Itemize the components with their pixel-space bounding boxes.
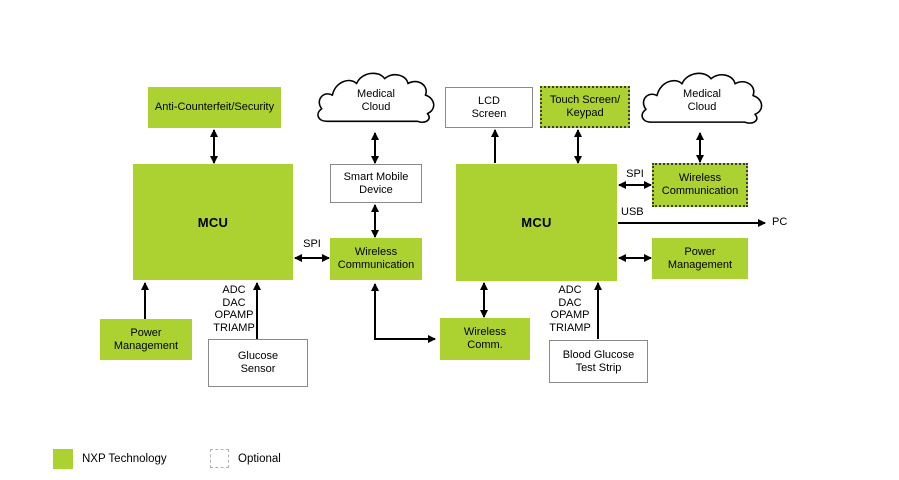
arrowhead-up	[210, 129, 218, 137]
usb-label: USB	[621, 206, 644, 218]
arrowhead-left	[618, 254, 626, 262]
arrow-touchscreen-mcu	[574, 129, 582, 164]
touch-screen-keypad-box: Touch Screen/ Keypad	[540, 86, 630, 128]
arrowhead-down	[696, 155, 704, 163]
arrowhead-right	[758, 219, 766, 227]
arrowhead-right	[322, 254, 330, 262]
blood-glucose-test-strip-box: Blood Glucose Test Strip	[549, 340, 648, 383]
left-power-management-box: Power Management	[100, 319, 192, 360]
arrow-teststrip-mcu	[594, 282, 602, 339]
arrowhead-down	[371, 230, 379, 238]
arrowhead-down	[210, 156, 218, 164]
arrow-mcu-power-right	[618, 254, 652, 262]
arrow-spi-right	[618, 181, 652, 189]
legend-optional-swatch	[210, 449, 229, 468]
arrowhead-up	[480, 282, 488, 290]
middle-wireless-comm-box: Wireless Comm.	[440, 318, 530, 360]
right-power-management-box: Power Management	[652, 238, 748, 279]
lcd-screen-box: LCD Screen	[445, 87, 533, 128]
arrow-elbow-horizontal	[375, 335, 436, 343]
cloud-icon	[317, 72, 435, 124]
arrow-usb-pc	[618, 219, 766, 227]
left-mcu-box: MCU	[133, 164, 293, 280]
right-mcu-box: MCU	[456, 164, 617, 281]
arrowhead-up	[253, 282, 261, 290]
arrowhead-right	[428, 335, 436, 343]
arrow-glucosesensor-mcu	[253, 282, 261, 339]
right-spi-label: SPI	[626, 168, 644, 180]
arrowhead-up	[141, 282, 149, 290]
arrow-elbow-vertical	[371, 283, 379, 340]
arrowhead-right	[644, 254, 652, 262]
smart-mobile-device-box: Smart Mobile Device	[330, 164, 422, 203]
glucose-sensor-box: Glucose Sensor	[208, 339, 308, 387]
arrow-power-mcu-left	[141, 282, 149, 319]
arrow-smartmobile-wireless	[371, 204, 379, 238]
anti-counterfeit-security-box: Anti-Counterfeit/Security	[148, 87, 281, 128]
left-spi-label: SPI	[303, 238, 321, 250]
arrowhead-left	[618, 181, 626, 189]
legend-optional-label: Optional	[238, 453, 281, 465]
arrow-spi-left	[294, 254, 330, 262]
right-medical-cloud: Medical Cloud	[637, 70, 767, 131]
legend-nxp-swatch	[53, 449, 73, 469]
arrow-anticounterfeit-mcu	[210, 129, 218, 164]
arrowhead-down	[371, 156, 379, 164]
cloud-label: Medical Cloud	[683, 88, 721, 113]
left-analog-peripherals-label: ADC DAC OPAMP TRIAMP	[213, 284, 255, 334]
right-analog-peripherals-label: ADC DAC OPAMP TRIAMP	[549, 284, 591, 334]
arrow-mcu-lcd	[491, 129, 499, 163]
arrowhead-up	[594, 282, 602, 290]
arrow-cloud-smartmobile	[371, 132, 379, 164]
arrowhead-up	[371, 283, 379, 291]
cloud-icon	[641, 72, 763, 124]
arrowhead-down	[574, 156, 582, 164]
arrow-mcu-wirelesscomm	[480, 282, 488, 318]
arrowhead-right	[644, 181, 652, 189]
arrowhead-up	[491, 129, 499, 137]
arrowhead-left	[294, 254, 302, 262]
pc-label: PC	[772, 216, 788, 228]
arrowhead-up	[574, 129, 582, 137]
arrowhead-down	[480, 310, 488, 318]
left-wireless-communication-box: Wireless Communication	[330, 238, 422, 280]
arrowhead-up	[371, 204, 379, 212]
cloud-label: Medical Cloud	[357, 88, 395, 113]
arrowhead-up	[696, 132, 704, 140]
arrow-cloud-wireless-right	[696, 132, 704, 163]
right-wireless-communication-box: Wireless Communication	[652, 163, 748, 207]
arrowhead-up	[371, 132, 379, 140]
left-medical-cloud: Medical Cloud	[313, 70, 439, 130]
legend-nxp-label: NXP Technology	[82, 453, 167, 465]
